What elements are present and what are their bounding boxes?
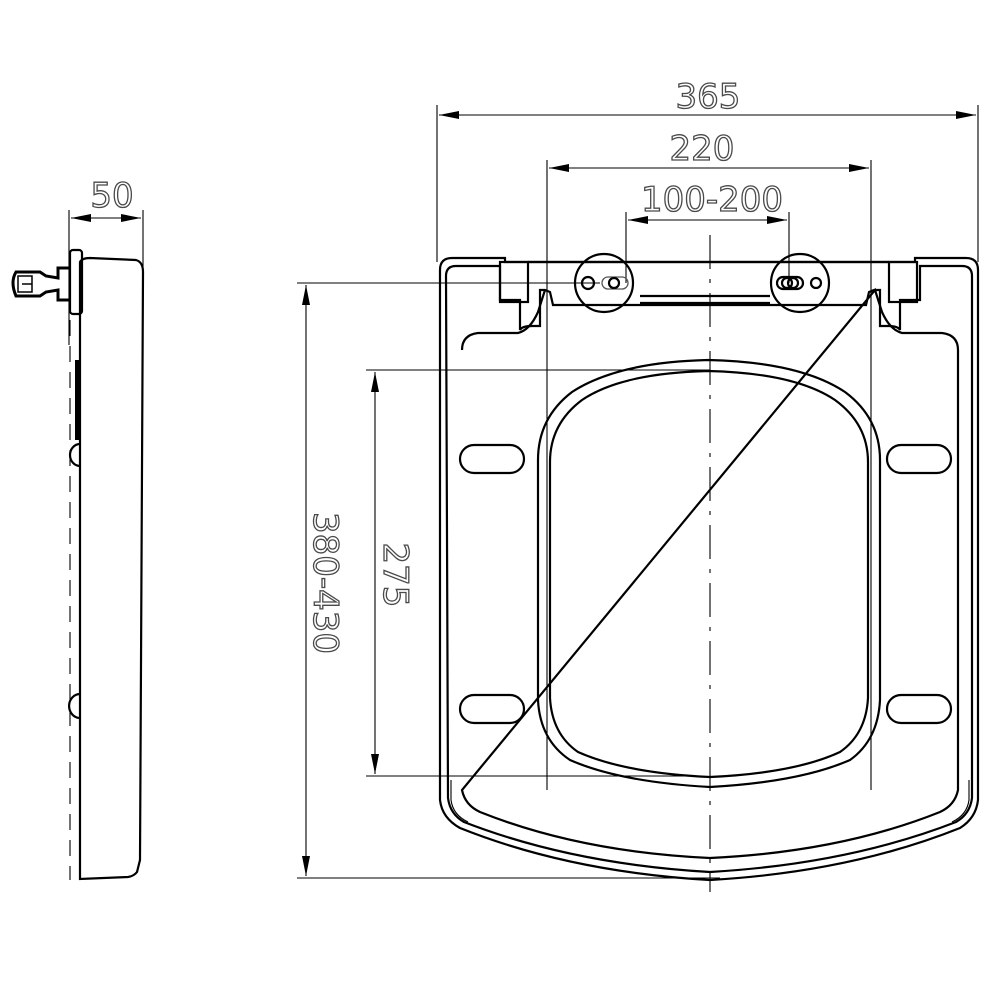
hinge-right xyxy=(769,252,831,314)
side-view: 50 xyxy=(11,175,145,881)
top-view: 365 220 100-200 380-430 275 xyxy=(297,76,980,892)
dimension-label-thickness: 50 xyxy=(90,176,133,216)
seat-outline xyxy=(438,256,980,882)
hinge-left xyxy=(573,252,635,314)
dimension-label-overall-length: 380-430 xyxy=(305,512,345,654)
dimension-label-opening-length: 275 xyxy=(375,543,415,608)
dimension-hinge-spacing: 100-200 xyxy=(625,179,790,283)
dimension-label-hinge-spacing: 100-200 xyxy=(641,180,783,220)
dimension-thickness: 50 xyxy=(68,175,144,345)
seat-side-profile xyxy=(67,256,145,881)
dimension-overall-length: 380-430 xyxy=(297,282,720,879)
dimension-overall-width: 365 xyxy=(436,76,979,262)
hinge-strip xyxy=(498,260,919,305)
dimension-label-overall-width: 365 xyxy=(676,77,741,117)
seat-opening xyxy=(536,358,882,789)
dimension-label-fixing-span: 220 xyxy=(670,129,735,169)
bumpers xyxy=(458,443,953,725)
dimension-opening-length: 275 xyxy=(366,369,710,777)
dimension-fixing-span: 220 xyxy=(546,128,872,790)
hinge-bolt xyxy=(11,248,84,316)
